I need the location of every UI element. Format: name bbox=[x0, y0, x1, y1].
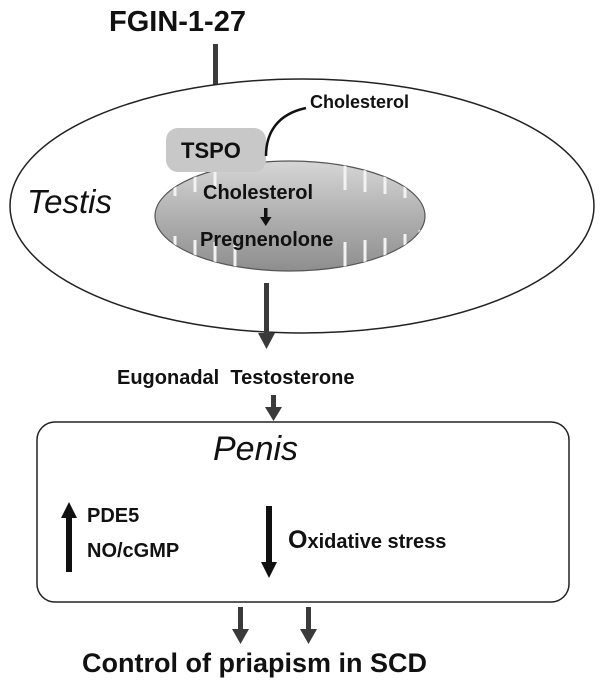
oxidative-stress-initial: O bbox=[288, 526, 308, 554]
arrow-penis-to-outcome-right bbox=[300, 607, 317, 644]
penis-box bbox=[36, 421, 570, 603]
outcome-label: Control of priapism in SCD bbox=[82, 648, 428, 678]
testosterone-label: Eugonadal Testosterone bbox=[117, 367, 355, 389]
mito-cholesterol-label: Cholesterol bbox=[203, 182, 314, 204]
cholesterol-transport-line bbox=[264, 106, 307, 157]
decrease-arrow bbox=[261, 506, 277, 578]
arrow-cholesterol-to-pregnenolone bbox=[260, 208, 272, 226]
arrow-penis-to-outcome-left bbox=[232, 607, 249, 644]
no-cgmp-label: NO/cGMP bbox=[87, 540, 180, 562]
tspo-label: TSPO bbox=[181, 138, 241, 163]
fgin-label: FGIN-1-27 bbox=[109, 6, 246, 38]
penis-label: Penis bbox=[213, 430, 299, 468]
oxidative-stress-rest: xidative stress bbox=[307, 531, 447, 553]
testis-label: Testis bbox=[27, 183, 112, 220]
mitochondrion bbox=[154, 160, 426, 272]
arrow-testosterone-to-penis bbox=[265, 395, 282, 421]
external-cholesterol-label: Cholesterol bbox=[310, 92, 410, 112]
oxidative-stress-label: Oxidative stress bbox=[288, 526, 446, 555]
increase-arrow bbox=[61, 502, 77, 572]
arrow-testis-to-testosterone bbox=[258, 283, 275, 349]
pde5-label: PDE5 bbox=[87, 505, 140, 527]
pregnenolone-label: Pregnenolone bbox=[200, 229, 334, 251]
tspo-box bbox=[166, 128, 266, 172]
